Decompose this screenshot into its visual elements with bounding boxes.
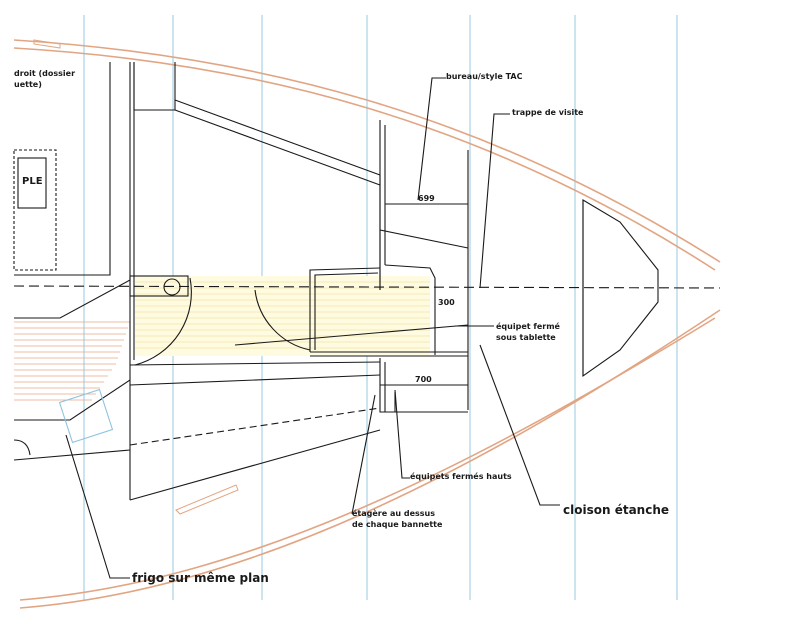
top-stamp: [33, 39, 61, 49]
left-hatch: [14, 321, 130, 401]
bottom-stamp: [175, 484, 239, 515]
dim-300: 300: [438, 298, 455, 307]
equipet-ferme-label-1: équipet fermé: [496, 322, 560, 331]
cloison-label: cloison étanche: [563, 503, 670, 517]
frigo-label: frigo sur même plan: [132, 571, 269, 585]
trappe-label: trappe de visite: [512, 108, 584, 117]
equipets-hauts-label: équipets fermés hauts: [410, 472, 512, 481]
etagere-label-2: de chaque bannette: [352, 520, 443, 529]
top-left-label-line2: uette): [14, 80, 42, 89]
berth-hatch-lines: [135, 281, 430, 349]
top-left-label-line1: droit (dossier: [14, 69, 76, 78]
equipet-ferme-label-2: sous tablette: [496, 333, 556, 342]
hull-outline: [13, 39, 721, 609]
table-text: PLE: [22, 176, 43, 187]
ink-drawing: [13, 62, 721, 579]
dim-699: 699: [418, 194, 435, 203]
bureau-label: bureau/style TAC: [446, 72, 523, 81]
berth-hatch: [135, 276, 430, 356]
dim-700: 700: [415, 375, 432, 384]
etagere-label-1: étagère au dessus: [352, 509, 435, 518]
